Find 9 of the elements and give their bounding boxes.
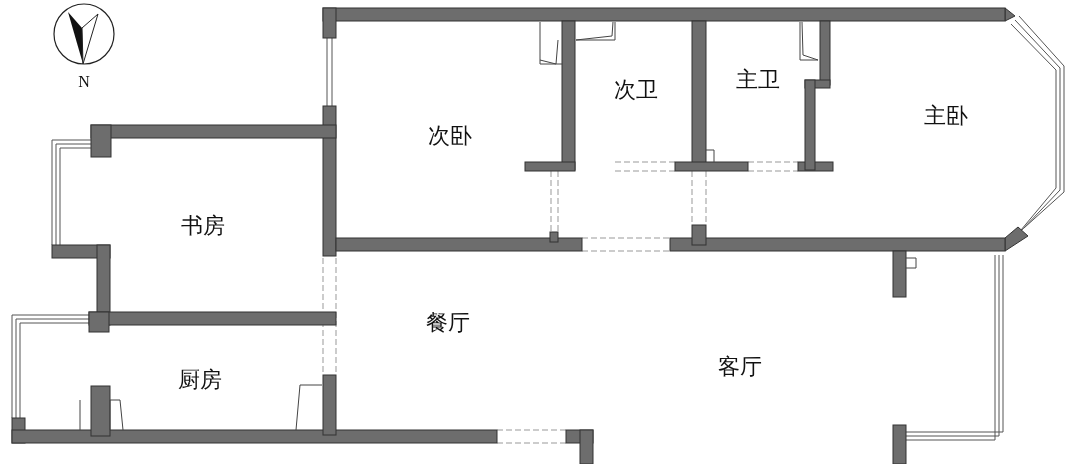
room-label: 主卧	[924, 105, 968, 127]
room-label: 主卫	[736, 69, 780, 91]
room-label: 餐厅	[426, 312, 470, 334]
room-label: 客厅	[718, 356, 762, 378]
room-label: 书房	[181, 215, 225, 237]
room-label: 次卧	[428, 125, 472, 147]
north-label: N	[78, 74, 90, 90]
room-label: 次卫	[614, 79, 658, 101]
room-label: 厨房	[178, 369, 222, 391]
